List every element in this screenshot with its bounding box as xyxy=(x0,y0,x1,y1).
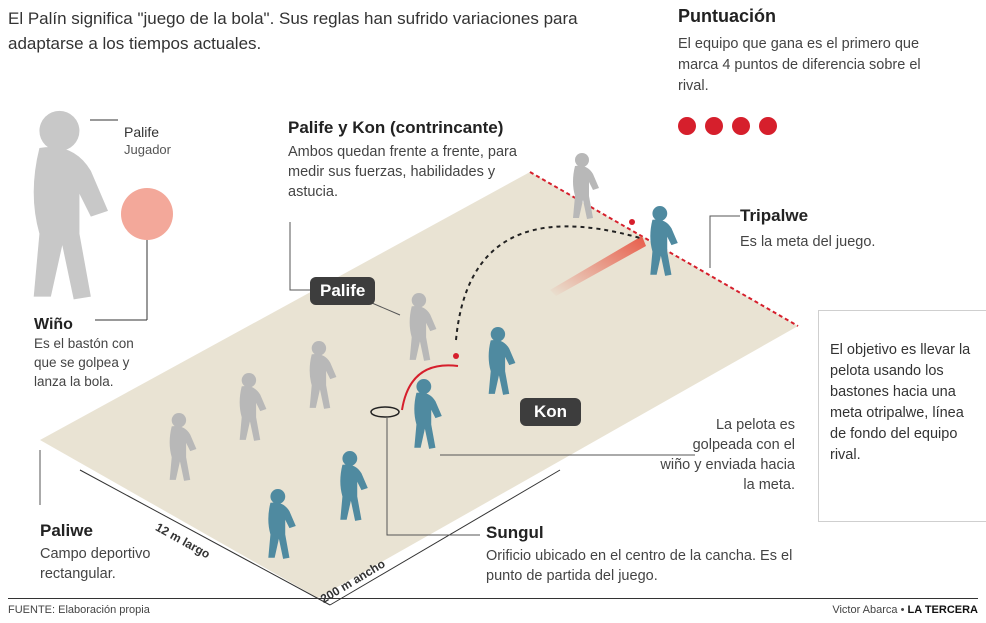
score-dot xyxy=(678,117,696,135)
ball-illustration xyxy=(121,188,173,240)
footer-divider xyxy=(8,598,978,599)
sungul-title: Sungul xyxy=(486,523,544,542)
palife-kon-text: Ambos quedan frente a frente, para medir… xyxy=(288,144,517,200)
tripalwe-title: Tripalwe xyxy=(740,206,809,225)
ball-first-hit xyxy=(401,364,459,411)
ball-trajectory xyxy=(455,225,641,341)
score-dot xyxy=(732,117,750,135)
palife-kon-title: Palife y Kon (contrincante) xyxy=(288,118,504,137)
outlet: LA TERCERA xyxy=(907,604,978,616)
player-illustration xyxy=(33,110,126,300)
credit: Victor Abarca • LA TERCERA xyxy=(832,604,978,616)
objetivo-box xyxy=(818,310,986,522)
palife-tag: Palife xyxy=(310,277,376,305)
puntuacion-text: El equipo que gana es el primero que mar… xyxy=(678,36,921,94)
pelota-text: La pelota es golpeada con el wiño y envi… xyxy=(660,417,795,493)
ancho-dimension xyxy=(329,469,561,606)
wino-text: Es el bastón con que se golpea y lanza l… xyxy=(34,336,134,389)
score-dot xyxy=(759,117,777,135)
author: Victor Abarca xyxy=(832,604,898,616)
tripalwe-text: Es la meta del juego. xyxy=(740,234,876,250)
sungul-text: Orificio ubicado en el centro de la canc… xyxy=(486,548,793,584)
kon-tag: Kon xyxy=(520,398,582,426)
objetivo-text: El objetivo es llevar la pelota usando l… xyxy=(830,342,971,463)
shot-trail xyxy=(550,236,646,296)
puntuacion-title: Puntuación xyxy=(678,6,776,26)
score-dot xyxy=(705,117,723,135)
intro-text: El Palín significa "juego de la bola". S… xyxy=(8,9,578,53)
wino-title: Wiño xyxy=(34,316,73,333)
score-dots xyxy=(678,117,777,135)
paliwe-title: Paliwe xyxy=(40,521,93,540)
player-sublabel: Jugador xyxy=(124,142,171,157)
source-note: FUENTE: Elaboración propia xyxy=(8,604,150,616)
largo-dimension xyxy=(79,469,331,606)
player-label: Palife xyxy=(124,124,160,140)
paliwe-text: Campo deportivo rectangular. xyxy=(40,546,151,582)
sungul-hole xyxy=(370,406,400,418)
